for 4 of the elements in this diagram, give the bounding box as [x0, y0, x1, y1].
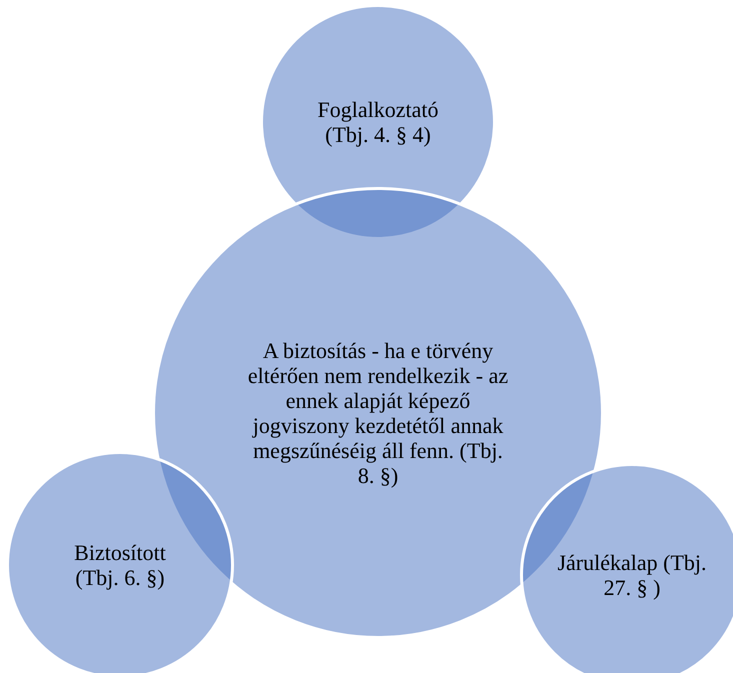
circle-label: Biztosított (Tbj. 6. §)	[73, 540, 167, 590]
circle-label: A biztosítás - ha e törvény eltérően nem rendelkezik - az ennek alapját képező jogviszony kezdetétől annak megszűnéséig áll fenn. (Tbj. 8. §)	[246, 338, 510, 488]
circle-label: Járulékalap (Tbj. 27. § )	[557, 550, 707, 600]
circle-label: Foglalkoztató (Tbj. 4. § 4)	[316, 97, 440, 147]
